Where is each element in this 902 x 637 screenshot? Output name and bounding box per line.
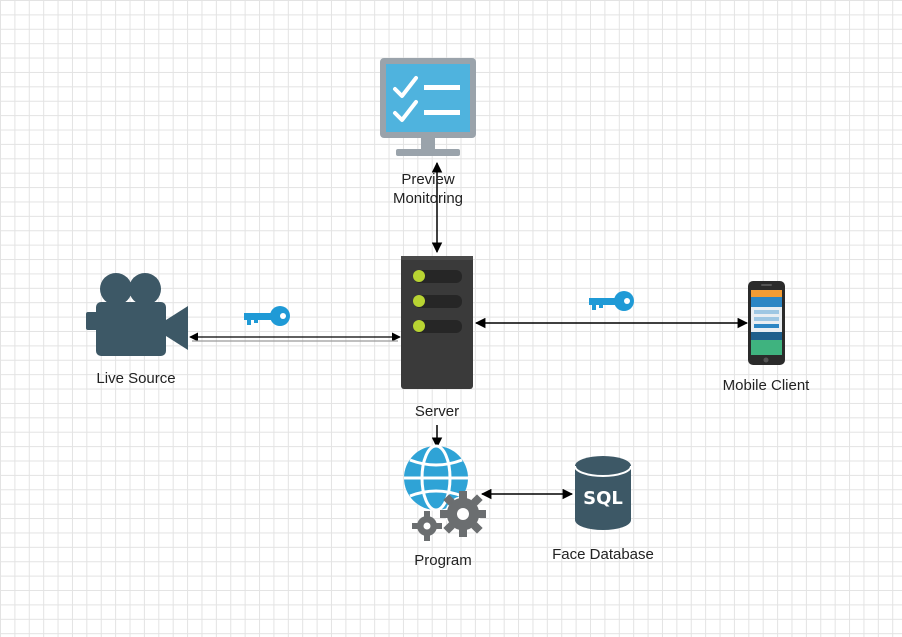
connectors <box>189 161 749 500</box>
video-camera-icon <box>86 273 188 356</box>
program-label: Program <box>414 552 472 569</box>
key-icon <box>244 306 290 326</box>
preview-label-line2: Monitoring <box>392 190 464 207</box>
server-rack-icon <box>401 256 473 389</box>
live-source-label: Live Source <box>96 370 176 387</box>
smartphone-icon <box>748 281 785 365</box>
monitor-checklist-icon <box>380 58 476 156</box>
preview-label-line1: Preview <box>401 171 455 188</box>
mobile-client-label: Mobile Client <box>722 377 810 394</box>
web-app-gears-icon <box>404 444 486 541</box>
face-database-label: Face Database <box>552 546 654 563</box>
server-label: Server <box>414 403 460 420</box>
sql-text: SQL <box>583 488 623 509</box>
key-icon <box>589 291 634 311</box>
sql-database-icon: SQL <box>574 456 632 530</box>
preview-monitoring-label: Preview Monitoring <box>378 170 478 208</box>
